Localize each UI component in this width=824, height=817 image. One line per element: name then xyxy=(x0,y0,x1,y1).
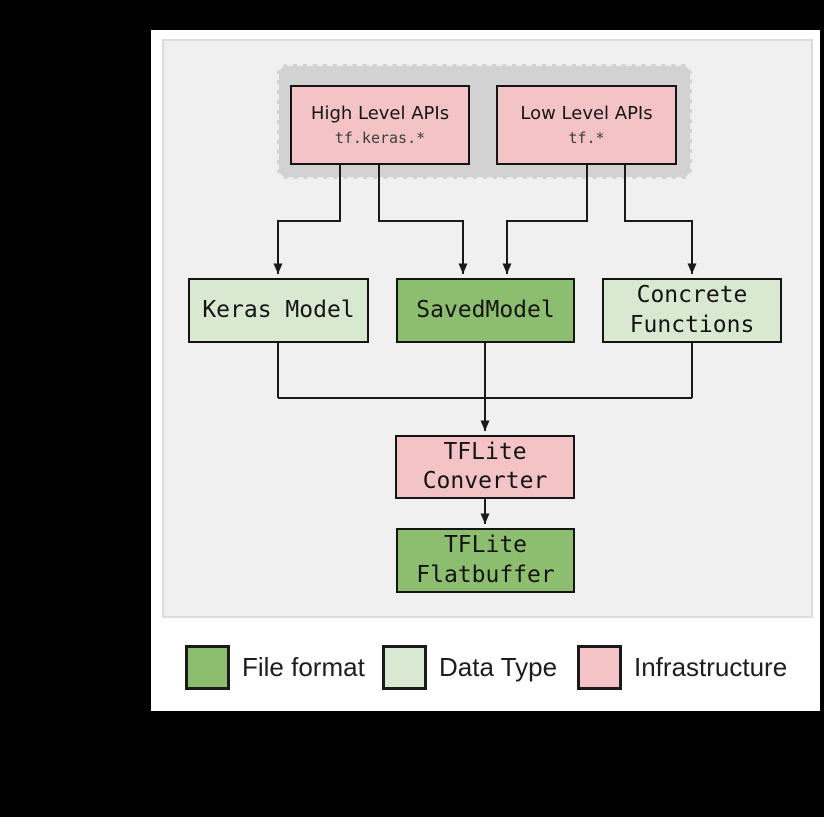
legend-label: File format xyxy=(242,652,365,682)
legend-label: Data Type xyxy=(439,652,558,682)
node-keras-model: Keras Model xyxy=(188,278,369,343)
node-saved-model: SavedModel xyxy=(396,278,575,343)
edge-low-to-saved xyxy=(502,165,588,274)
figure-canvas: High Level APIs tf.keras.* Low Level API… xyxy=(151,30,820,711)
node-title: Low Level APIs xyxy=(520,102,653,124)
node-code: tf.keras.* xyxy=(334,129,426,148)
node-title: High Level APIs xyxy=(310,102,450,124)
diagram-panel: High Level APIs tf.keras.* Low Level API… xyxy=(162,39,813,618)
legend-label: Infrastructure xyxy=(634,652,788,682)
legend-swatch-data-type xyxy=(382,645,427,690)
node-label: TFLite Converter xyxy=(422,438,548,494)
node-label: TFLite Flatbuffer xyxy=(416,532,555,588)
edge-low-to-concrete xyxy=(624,165,697,274)
node-high-level-apis: High Level APIs tf.keras.* xyxy=(290,85,470,165)
node-tflite-converter: TFLite Converter xyxy=(395,435,575,499)
node-code: tf.* xyxy=(568,129,605,148)
edge-high-to-saved xyxy=(378,165,468,274)
legend-swatch-infrastructure xyxy=(577,645,622,690)
legend-item-file-format: File format xyxy=(185,645,365,690)
node-low-level-apis: Low Level APIs tf.* xyxy=(496,85,677,165)
node-label: Keras Model xyxy=(202,296,355,323)
legend-swatch-file-format xyxy=(185,645,230,690)
legend-item-infrastructure: Infrastructure xyxy=(577,645,787,690)
node-label: Concrete Functions xyxy=(629,282,755,338)
node-concrete-functions: Concrete Functions xyxy=(602,278,782,343)
node-label: SavedModel xyxy=(416,296,555,323)
legend-item-data-type: Data Type xyxy=(382,645,557,690)
edge-high-to-keras xyxy=(273,165,341,274)
node-tflite-flatbuffer: TFLite Flatbuffer xyxy=(396,528,575,593)
